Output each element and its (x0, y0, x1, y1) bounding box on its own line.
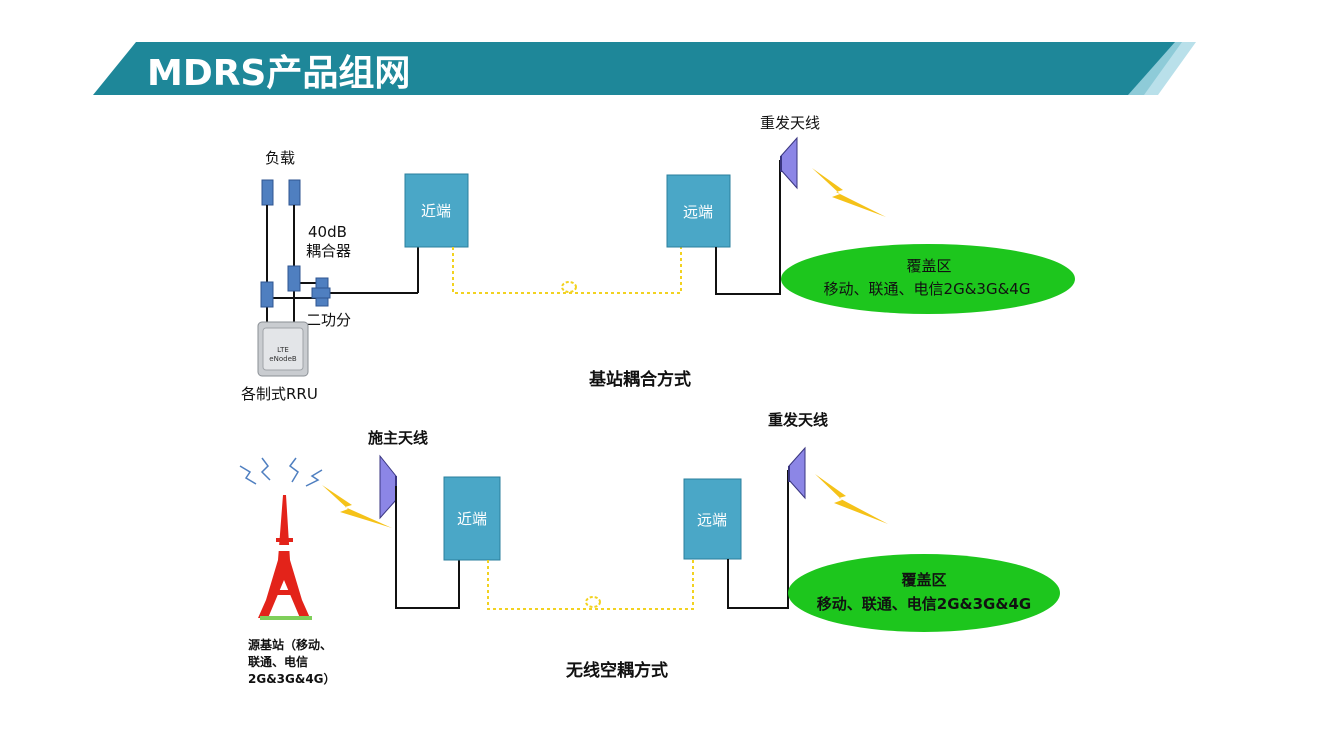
page-title: MDRS产品组网 (147, 53, 411, 94)
fiber-loop-icon (561, 281, 577, 293)
far-end-label: 远端 (697, 511, 727, 529)
antenna-icon (780, 136, 798, 190)
far-end-box (666, 174, 731, 248)
near-end-box (443, 476, 501, 561)
donor-cable (395, 486, 460, 609)
antenna-icon (379, 454, 397, 520)
coverage-title: 覆盖区 (901, 571, 946, 589)
near-end-label: 近端 (457, 510, 487, 528)
rru-cabling (266, 205, 419, 325)
rru-device-text2: eNodeB (269, 355, 297, 363)
source-label-line1: 源基站（移动、 (248, 637, 332, 652)
coupler-label-line2: 耦合器 (306, 242, 351, 260)
near-end-label: 近端 (421, 202, 451, 220)
near-end-box (404, 173, 469, 248)
rru-label: 各制式RRU (241, 385, 318, 403)
banner-bar (93, 42, 1175, 95)
coverage-area (781, 244, 1075, 314)
section1-caption: 基站耦合方式 (588, 369, 691, 390)
header-banner (93, 42, 1196, 95)
load-icon (261, 179, 301, 206)
source-label-line2: 联通、电信 (248, 654, 308, 669)
coverage-area (788, 554, 1060, 632)
section-wireless-coupling: 源基站（移动、 联通、电信 2G&3G&4G） 施主天线 近端 远端 (239, 411, 1060, 686)
fiber-link (487, 560, 694, 610)
coverage-detail: 移动、联通、电信2G&3G&4G (817, 595, 1031, 613)
fiber-link (452, 247, 682, 294)
source-label-line3: 2G&3G&4G） (248, 671, 336, 686)
antenna-label: 重发天线 (768, 411, 828, 429)
donor-antenna-label: 施主天线 (368, 429, 428, 447)
splitter-label: 二功分 (306, 311, 351, 329)
rru-device-text1: LTE (277, 346, 289, 354)
coupler-label-line1: 40dB (308, 223, 347, 241)
signal-waves-icon (239, 457, 323, 487)
far-end-label: 远端 (683, 203, 713, 221)
section-base-station-coupling: 负载 40dB 耦合器 (241, 114, 1075, 403)
antenna-icon (788, 446, 806, 500)
tower-icon (258, 495, 312, 620)
fiber-loop-icon (585, 596, 601, 608)
lightning-icon (812, 168, 886, 217)
coupler-icon (260, 265, 301, 308)
coverage-detail: 移动、联通、电信2G&3G&4G (824, 280, 1031, 298)
load-label: 负载 (265, 149, 295, 167)
antenna-cable (715, 160, 781, 295)
splitter-icon (311, 277, 331, 307)
far-end-box (683, 478, 742, 560)
antenna-cable (727, 470, 789, 609)
coverage-title: 覆盖区 (906, 257, 951, 275)
section2-caption: 无线空耦方式 (565, 660, 668, 681)
lightning-icon (815, 474, 888, 524)
rru-icon: LTE eNodeB (257, 321, 309, 377)
antenna-label: 重发天线 (760, 114, 820, 132)
